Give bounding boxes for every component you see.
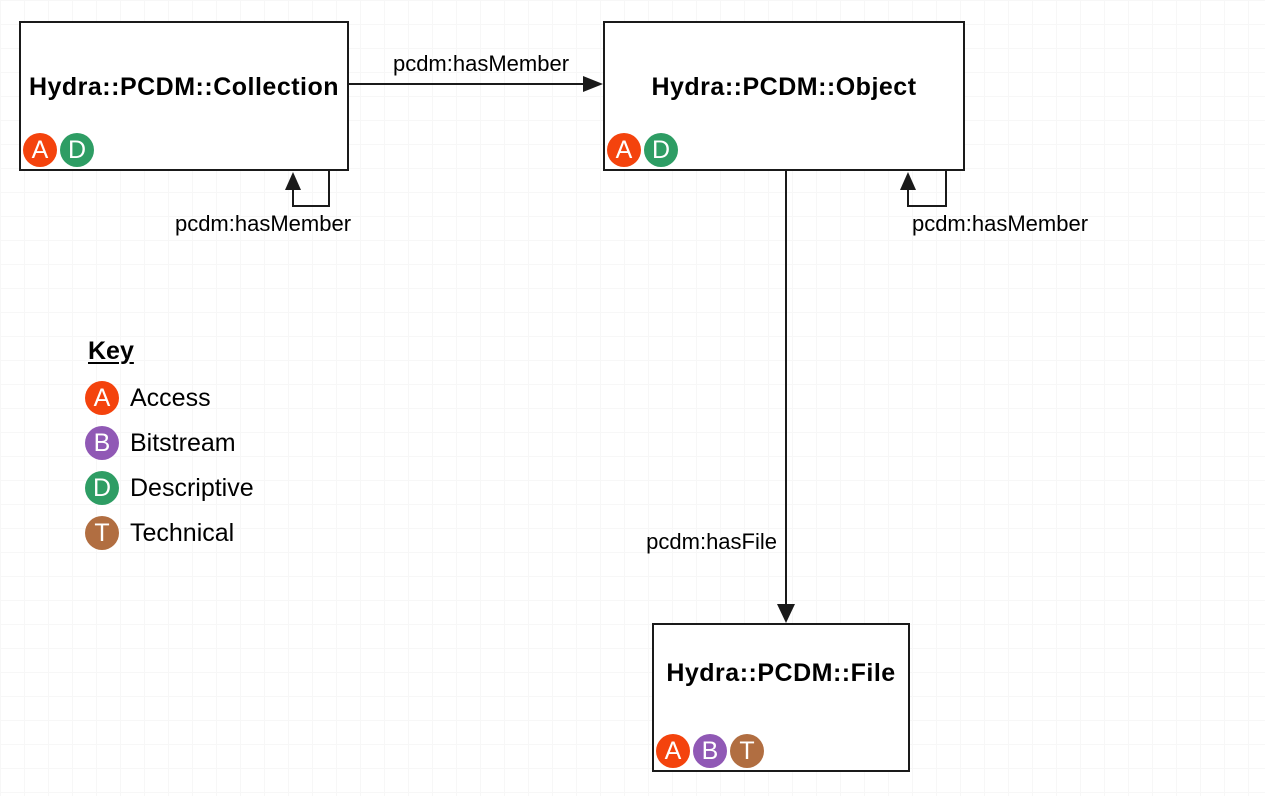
- node-object-title: Hydra::PCDM::Object: [651, 73, 917, 101]
- key-entry-technical: T Technical: [85, 516, 234, 550]
- edge-collection-self-line: [292, 189, 294, 207]
- edge-object-self-line: [907, 205, 947, 207]
- descriptive-badge-icon: D: [85, 471, 119, 505]
- key-entry-bitstream: B Bitstream: [85, 426, 236, 460]
- node-collection-title: Hydra::PCDM::Collection: [28, 73, 340, 101]
- access-badge-icon: A: [85, 381, 119, 415]
- edge-object-self-line: [945, 171, 947, 207]
- descriptive-badge-icon: D: [644, 133, 678, 167]
- node-collection-badges: A D: [23, 133, 94, 167]
- descriptive-badge-icon: D: [60, 133, 94, 167]
- key-entry-label: Bitstream: [130, 428, 236, 457]
- key-entry-descriptive: D Descriptive: [85, 471, 254, 505]
- edge-collection-self-line: [292, 205, 330, 207]
- edge-collection-to-object-label: pcdm:hasMember: [392, 51, 570, 76]
- access-badge-icon: A: [23, 133, 57, 167]
- arrowhead-right-icon: [583, 76, 603, 92]
- edge-object-to-file-line: [785, 171, 787, 606]
- key-entry-label: Access: [130, 383, 211, 412]
- node-object: Hydra::PCDM::Object A D: [603, 21, 965, 171]
- bitstream-badge-icon: B: [85, 426, 119, 460]
- key-title: Key: [88, 337, 134, 365]
- edge-object-self-label: pcdm:hasMember: [911, 211, 1089, 236]
- edge-collection-to-object-line: [349, 83, 586, 85]
- edge-object-self-line: [907, 189, 909, 207]
- node-file-title: Hydra::PCDM::File: [666, 659, 896, 687]
- technical-badge-icon: T: [85, 516, 119, 550]
- node-object-badges: A D: [607, 133, 678, 167]
- edge-collection-self-label: pcdm:hasMember: [174, 211, 352, 236]
- key-entry-access: A Access: [85, 381, 211, 415]
- edge-object-to-file-label: pcdm:hasFile: [646, 529, 777, 554]
- edge-collection-self-line: [328, 171, 330, 207]
- node-collection: Hydra::PCDM::Collection A D: [19, 21, 349, 171]
- key-entry-label: Descriptive: [130, 473, 254, 502]
- access-badge-icon: A: [607, 133, 641, 167]
- arrowhead-up-icon: [900, 172, 916, 190]
- technical-badge-icon: T: [730, 734, 764, 768]
- bitstream-badge-icon: B: [693, 734, 727, 768]
- node-file: Hydra::PCDM::File A B T: [652, 623, 910, 772]
- arrowhead-up-icon: [285, 172, 301, 190]
- arrowhead-down-icon: [777, 604, 795, 623]
- node-file-badges: A B T: [656, 734, 764, 768]
- key-entry-label: Technical: [130, 518, 235, 547]
- access-badge-icon: A: [656, 734, 690, 768]
